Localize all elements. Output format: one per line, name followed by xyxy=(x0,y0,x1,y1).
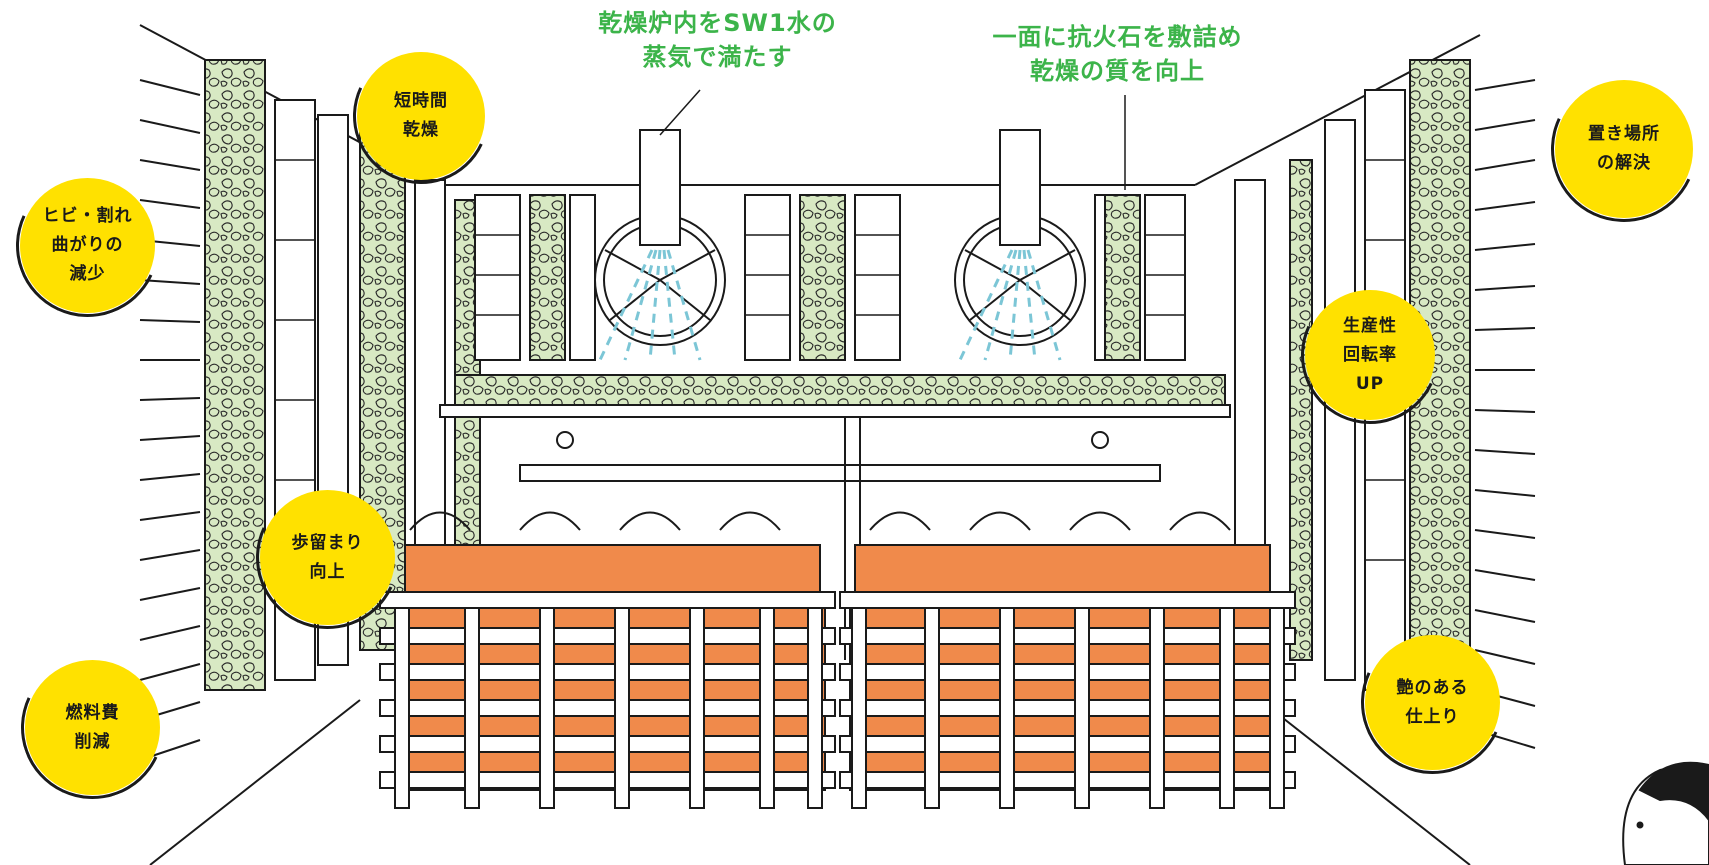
badge-line: UP xyxy=(1355,373,1385,394)
badge-crack-reduction: ヒビ・割れ 曲がりの 減少 xyxy=(0,153,180,338)
steam-callout-line1: 乾燥炉内をSW1水の xyxy=(598,9,837,37)
stones-callout: 一面に抗火石を敷詰め 乾燥の質を向上 xyxy=(965,20,1270,88)
badge-short-time-drying: 短時間 乾燥 xyxy=(333,28,509,204)
lumber-stack-left xyxy=(379,544,836,809)
steam-nozzles xyxy=(639,129,1041,246)
stone-panel xyxy=(529,194,566,361)
stone-panel xyxy=(1104,194,1141,361)
badge-line: 生産性 xyxy=(1343,315,1397,336)
fan-right xyxy=(954,214,1086,346)
badge-line: 曲がりの xyxy=(51,235,124,255)
wall-frames xyxy=(274,89,1406,691)
badge-line: ヒビ・割れ xyxy=(42,206,133,226)
badge-glossy-finish: 艶のある 仕上り xyxy=(1340,610,1525,795)
stone-panel xyxy=(799,194,846,361)
stone-shelf xyxy=(454,374,1226,408)
right-wall-siding xyxy=(1474,79,1536,749)
badge-line: 短時間 xyxy=(394,91,448,111)
badge-line: 燃料費 xyxy=(65,702,120,723)
lumber-top xyxy=(404,544,821,601)
badge-line: 乾燥 xyxy=(403,120,439,140)
steam-callout: 乾燥炉内をSW1水の 蒸気で満たす xyxy=(575,6,860,74)
badge-line: の解決 xyxy=(1597,153,1651,173)
person-illustration xyxy=(1622,761,1709,865)
badge-line: 回転率 xyxy=(1343,344,1397,365)
badge-fuel-cost-reduction: 燃料費 削減 xyxy=(0,635,185,820)
badge-line: 置き場所 xyxy=(1588,124,1660,144)
steam-callout-line2: 蒸気で満たす xyxy=(642,43,793,71)
fan-left xyxy=(594,214,726,346)
badge-line: 歩留まり xyxy=(291,532,364,553)
nozzle-right xyxy=(999,129,1041,246)
badge-line: 削減 xyxy=(74,731,111,752)
badge-yield-improvement: 歩留まり 向上 xyxy=(235,465,420,650)
stones-callout-line2: 乾燥の質を向上 xyxy=(1030,57,1205,85)
badge-line: 向上 xyxy=(309,561,346,582)
leader-lines xyxy=(659,89,1126,190)
badge-line: 減少 xyxy=(69,264,106,284)
badge-productivity-up: 生産性 回転率 UP xyxy=(1281,266,1459,444)
left-wall-siding xyxy=(139,79,201,761)
badge-line: 艶のある xyxy=(1396,677,1469,698)
lumber-top xyxy=(854,544,1271,601)
badge-line: 仕上り xyxy=(1405,706,1460,727)
stones-callout-line1: 一面に抗火石を敷詰め xyxy=(992,23,1243,51)
lumber-stack-right xyxy=(839,544,1296,809)
badge-storage-solution: 置き場所 の解決 xyxy=(1530,55,1709,243)
stone-panel xyxy=(1289,159,1313,661)
pipes xyxy=(439,404,1231,660)
room-structure xyxy=(139,24,1536,865)
steam-sprays xyxy=(598,249,1062,361)
nozzle-left xyxy=(639,129,681,246)
stone-panel xyxy=(204,59,266,691)
heat-waves xyxy=(409,511,1231,531)
